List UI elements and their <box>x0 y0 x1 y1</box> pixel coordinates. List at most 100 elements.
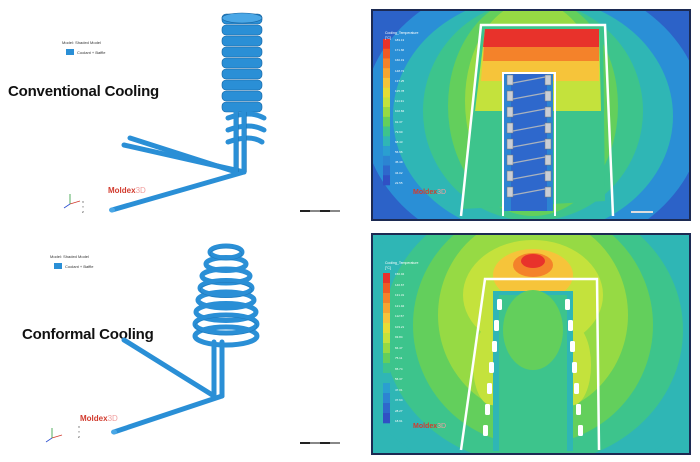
brand-name: Moldex <box>80 414 108 423</box>
tick: 56.37 <box>395 377 403 381</box>
model-title: Model: Shaded Model <box>50 254 89 259</box>
conventional-cooling-label: Conventional Cooling <box>8 83 159 100</box>
tick: 45.49 <box>395 160 403 165</box>
colorbar-segment <box>383 403 390 414</box>
brand-logo: Moldex3D <box>413 189 446 196</box>
model-legend: Coolant + Baffle <box>54 263 94 269</box>
colorbar-segment <box>383 363 390 374</box>
tick: 47.01 <box>395 387 403 392</box>
conformal-temperature-contour <box>373 235 689 453</box>
colorbar-segment <box>383 303 390 314</box>
tick: 68.43 <box>395 140 403 145</box>
colorbar-segment <box>383 39 390 50</box>
axis-label-z: Z <box>78 435 80 439</box>
tick: 103.21 <box>395 324 405 329</box>
tick: 37.64 <box>395 398 403 402</box>
colorbar-segment <box>383 413 390 424</box>
axis-triad <box>45 428 63 443</box>
colorbar-segment <box>383 353 390 364</box>
colorbar-segment <box>383 58 390 69</box>
tick: 131.31 <box>395 293 405 297</box>
colorbar-segment <box>383 77 390 88</box>
colorbar-segment <box>383 107 390 118</box>
tick: 18.91 <box>395 419 403 423</box>
legend-label: Coolant + Baffle <box>77 49 106 55</box>
tick: 121.94 <box>395 303 405 308</box>
conformal-temperature-panel: Cooling_Temperature [°C] 150.04 140.67 13… <box>371 233 691 455</box>
tick: 34.02 <box>395 170 403 175</box>
tick: 171.66 <box>395 48 405 53</box>
brand-suffix: 3D <box>107 414 118 423</box>
brand-logo: Moldex3D <box>413 423 446 430</box>
tick: 112.57 <box>395 314 404 318</box>
tick: 93.84 <box>395 335 403 339</box>
brand-suffix: 3D <box>135 186 146 195</box>
colorbar-segment <box>383 313 390 324</box>
colorbar-segment <box>383 393 390 404</box>
colorbar-title: Cooling_Temperature <box>385 261 419 265</box>
colorbar-segment <box>383 293 390 304</box>
axis-label-y: Y <box>78 430 80 434</box>
colorbar-segment <box>383 146 390 157</box>
baffle-coil <box>221 13 263 113</box>
colorbar-segment <box>383 383 390 394</box>
brand-suffix: 3D <box>437 189 447 196</box>
colorbar-segment <box>383 126 390 137</box>
tick: 160.19 <box>395 58 405 63</box>
colorbar-segment <box>383 343 390 354</box>
tick: 79.90 <box>395 129 403 134</box>
colorbar-ticks: 150.04 140.67 131.31 121.94 112.57 103.21 9… <box>395 273 404 423</box>
part-outline <box>459 277 601 451</box>
brand-logo: Moldex3D <box>108 186 146 195</box>
tick: 65.74 <box>395 366 403 371</box>
conventional-temperature-contour <box>373 11 689 219</box>
colorbar-segment <box>383 283 390 294</box>
colorbar-segment <box>383 373 390 384</box>
brand-suffix: 3D <box>437 423 447 430</box>
baffle-cross-section <box>506 74 552 198</box>
tick: 125.78 <box>395 89 405 94</box>
tick: 56.96 <box>395 150 403 155</box>
tick: 28.27 <box>395 408 403 413</box>
brand-name: Moldex <box>413 423 438 430</box>
tick: 91.37 <box>395 119 403 124</box>
colorbar-unit: [°C] <box>385 36 391 40</box>
brand-name: Moldex <box>413 189 438 196</box>
tick: 140.67 <box>395 282 405 287</box>
tick: 75.11 <box>395 356 403 360</box>
coolant-swatch <box>66 49 74 55</box>
conformal-model-panel: Model: Shaded Model Coolant + Baffle Con… <box>0 232 362 462</box>
legend-label: Coolant + Baffle <box>65 263 94 269</box>
colorbar-segment <box>383 136 390 147</box>
colorbar-title: Cooling_Temperature <box>385 31 419 35</box>
conventional-model-panel: Model: Shaded Model Coolant + Baffle Con… <box>0 0 362 228</box>
colorbar-segment <box>383 116 390 127</box>
axis-triad <box>63 194 81 209</box>
colorbar-segment <box>383 333 390 344</box>
colorbar-segment <box>383 175 390 186</box>
tick: 102.84 <box>395 109 405 114</box>
colorbar-segment <box>383 273 390 284</box>
part-outline <box>459 23 615 217</box>
axis-label-z: Z <box>82 210 84 214</box>
colorbar-unit: [°C] <box>385 266 391 270</box>
conformal-cooling-label: Conformal Cooling <box>22 326 154 343</box>
colorbar-segment <box>383 48 390 59</box>
coolant-swatch <box>54 263 62 269</box>
baffle-cross-section <box>483 299 583 436</box>
conventional-baffle-3d: X Y Z <box>63 12 340 214</box>
colorbar-segment <box>383 155 390 166</box>
brand-name: Moldex <box>108 186 136 195</box>
tick: 114.31 <box>395 99 404 104</box>
scale-bar <box>300 210 340 212</box>
tick: 150.04 <box>395 272 405 276</box>
scale-bar <box>300 442 340 444</box>
axis-label-x: X <box>82 200 84 204</box>
colorbar-segment <box>383 87 390 98</box>
tick: 148.72 <box>395 68 405 73</box>
conformal-baffle-3d: X Y Z <box>45 243 340 444</box>
tick: 22.55 <box>395 180 403 185</box>
colorbar-segment <box>383 323 390 334</box>
